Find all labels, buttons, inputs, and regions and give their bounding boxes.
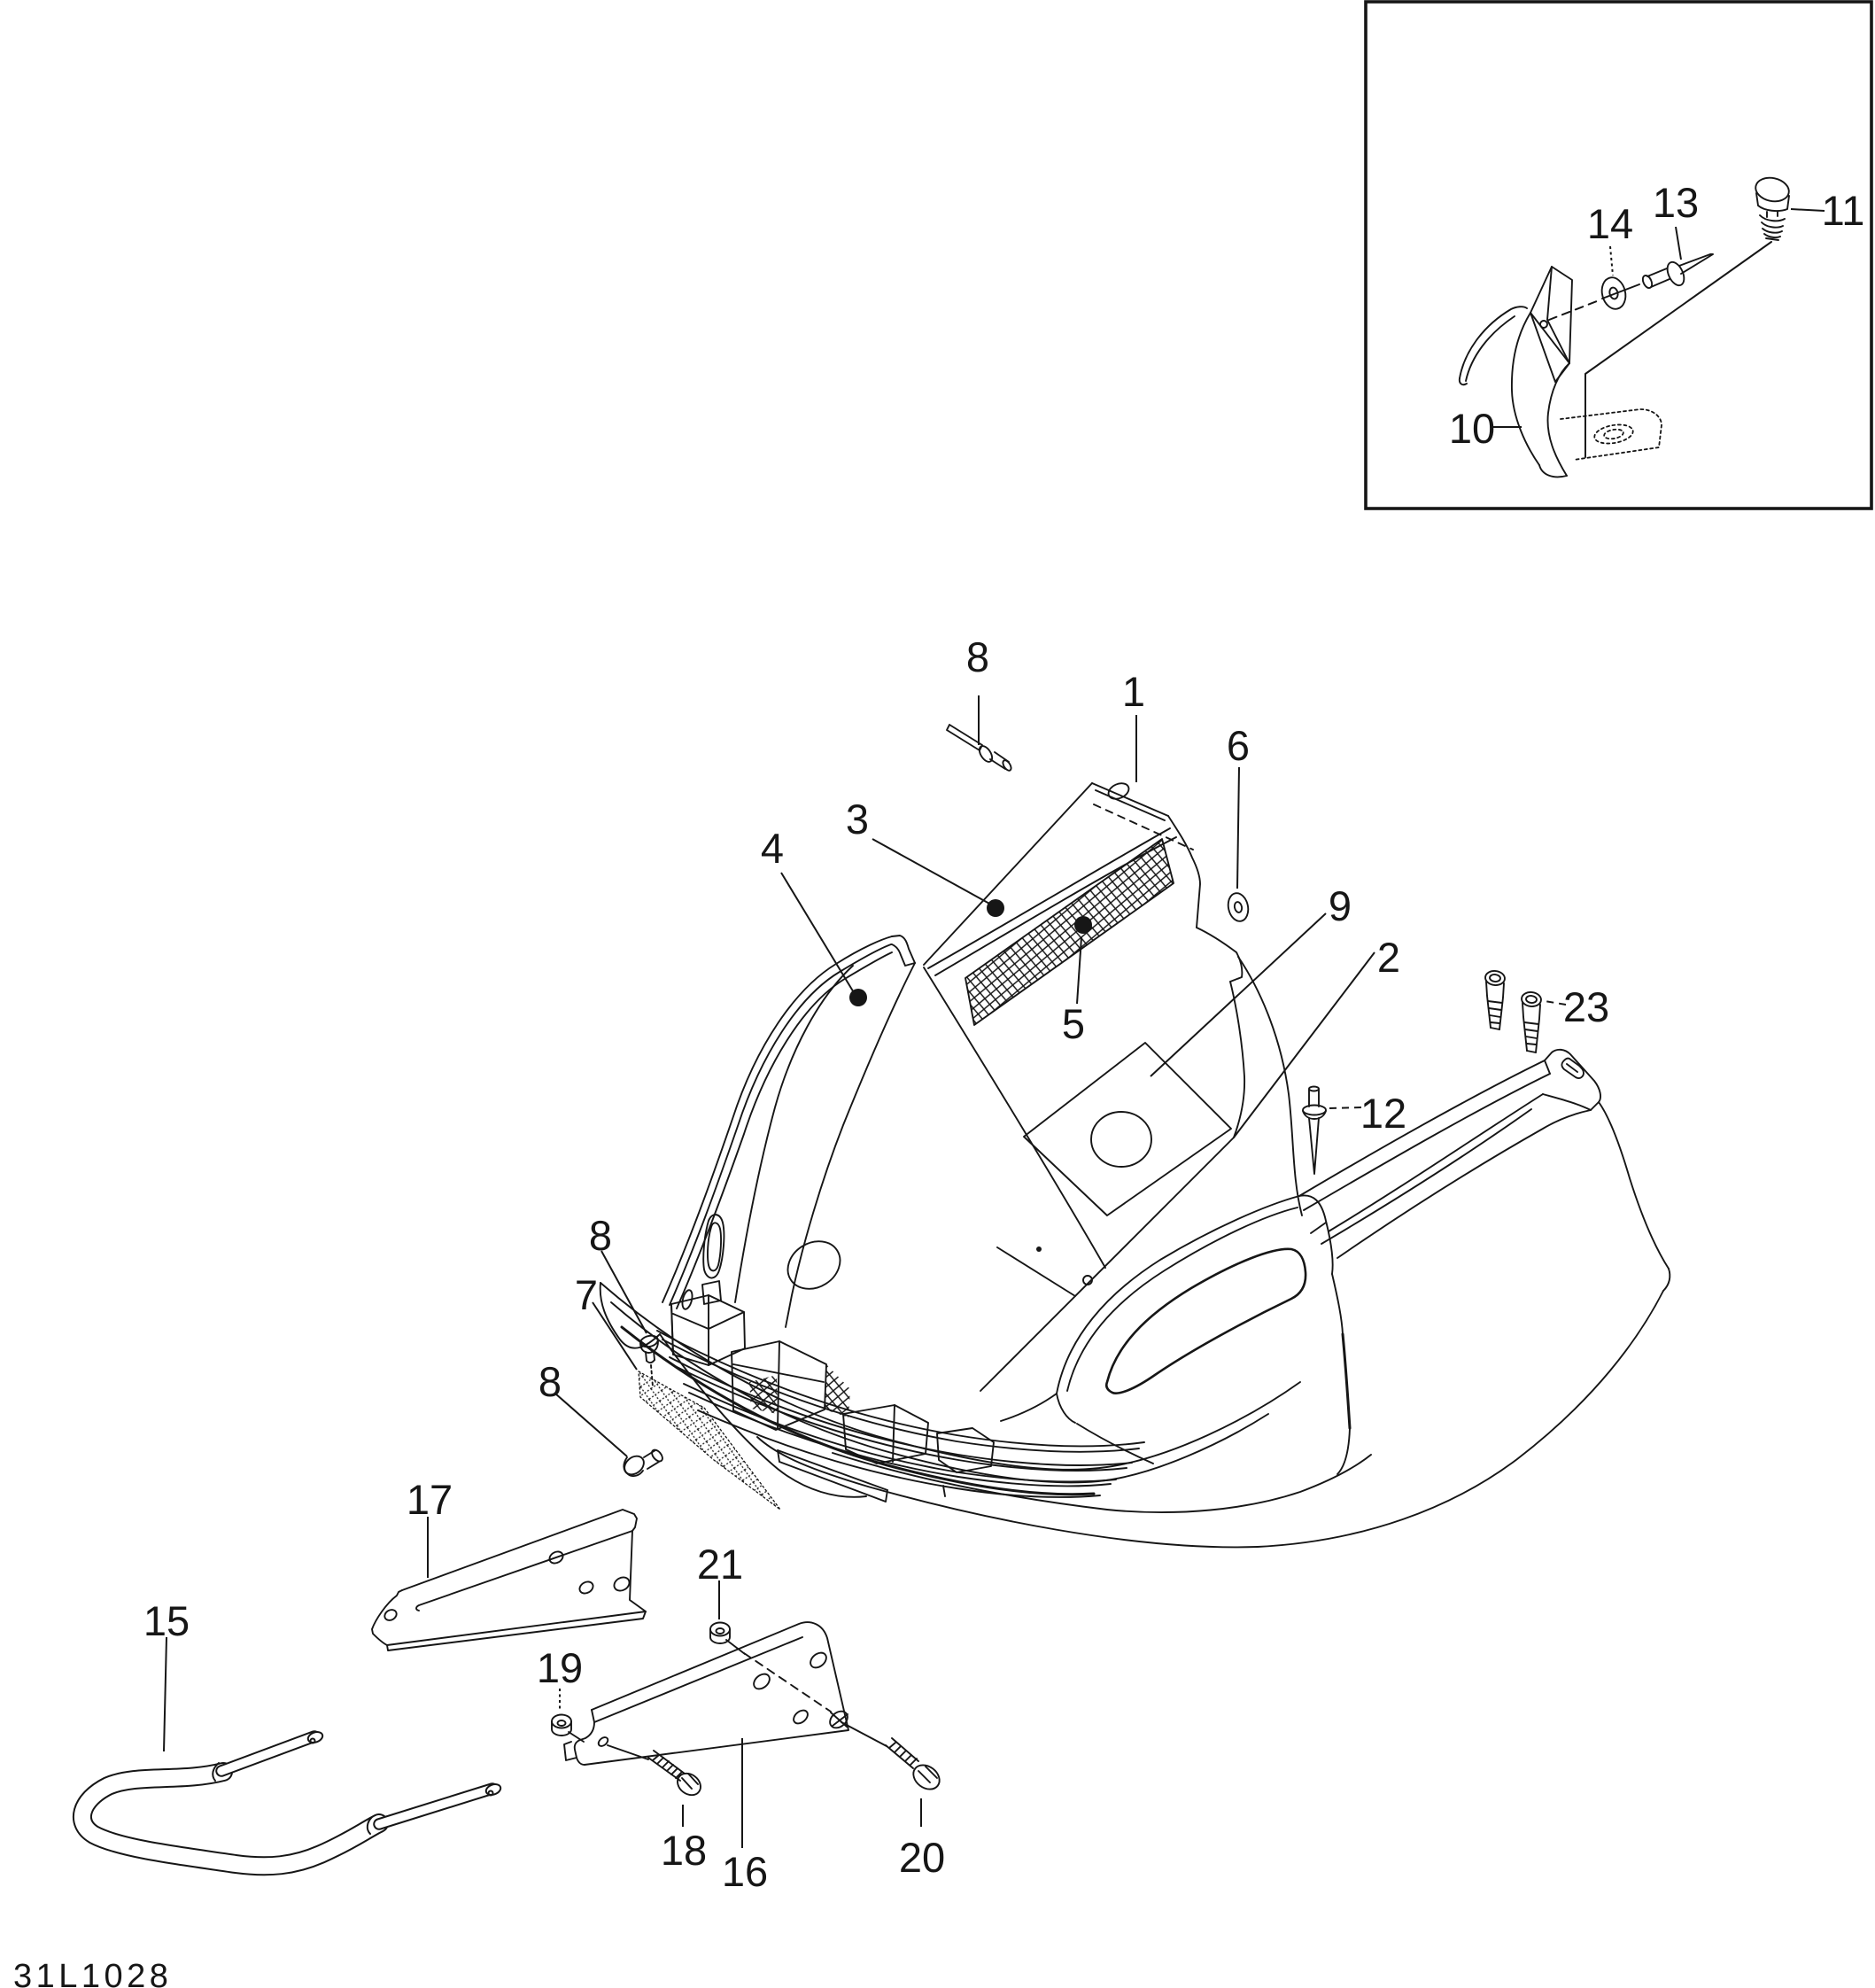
- svg-text:9: 9: [1329, 882, 1352, 929]
- svg-text:23: 23: [1563, 983, 1609, 1030]
- svg-text:8: 8: [966, 633, 989, 680]
- svg-text:18: 18: [661, 1827, 707, 1874]
- svg-text:7: 7: [575, 1271, 598, 1318]
- svg-text:10: 10: [1449, 405, 1495, 452]
- svg-text:21: 21: [697, 1541, 743, 1588]
- svg-text:14: 14: [1587, 200, 1633, 247]
- svg-text:12: 12: [1360, 1090, 1406, 1137]
- svg-text:8: 8: [538, 1358, 562, 1405]
- svg-text:6: 6: [1227, 722, 1250, 769]
- svg-text:3: 3: [846, 796, 869, 843]
- svg-text:19: 19: [537, 1644, 583, 1691]
- svg-text:31L1028: 31L1028: [13, 1958, 172, 1988]
- svg-text:4: 4: [761, 825, 784, 872]
- svg-text:11: 11: [1822, 187, 1865, 234]
- svg-text:8: 8: [589, 1212, 612, 1259]
- svg-text:15: 15: [143, 1597, 190, 1644]
- svg-text:17: 17: [407, 1476, 453, 1523]
- svg-text:5: 5: [1062, 1000, 1085, 1047]
- svg-text:1: 1: [1122, 668, 1145, 715]
- svg-text:16: 16: [722, 1848, 768, 1895]
- svg-text:13: 13: [1653, 179, 1699, 226]
- svg-text:20: 20: [899, 1834, 945, 1881]
- svg-text:2: 2: [1377, 934, 1400, 981]
